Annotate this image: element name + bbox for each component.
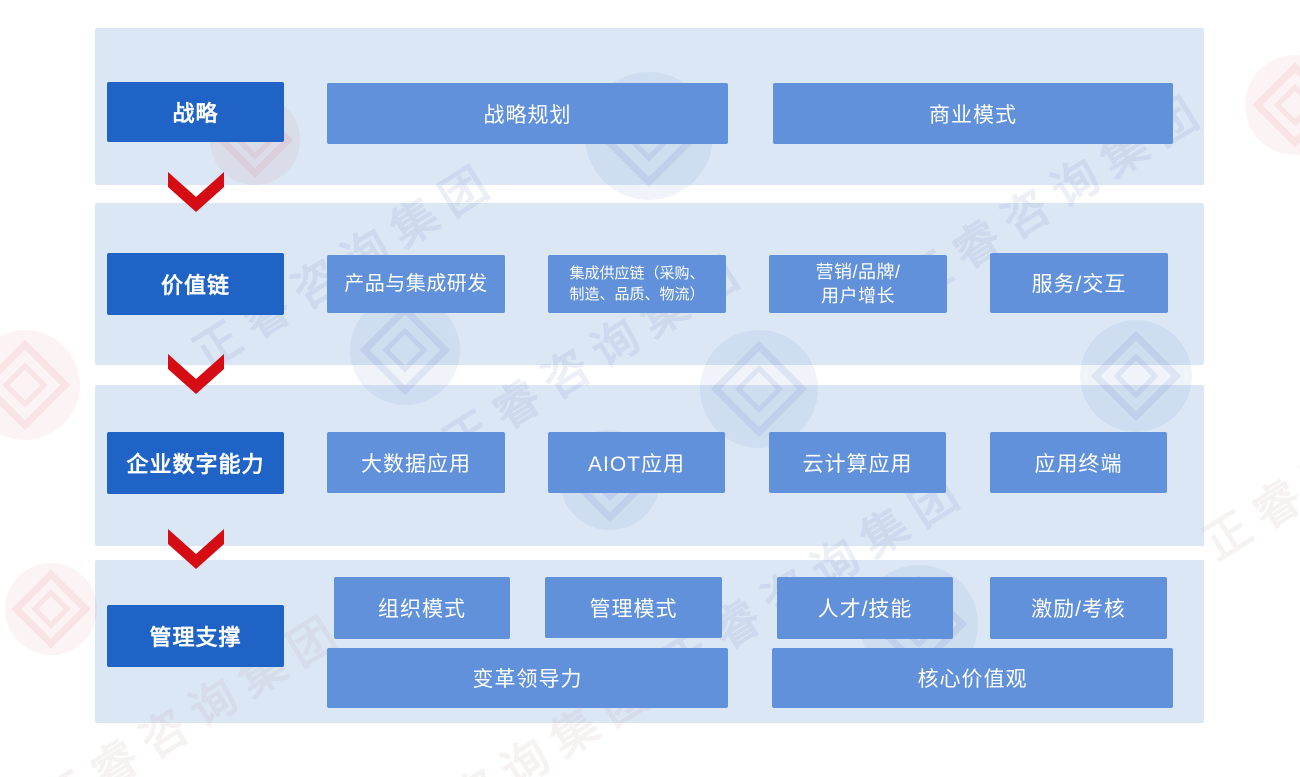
down-chevron-icon [168, 172, 224, 212]
item-line: 营销/品牌/ [815, 261, 901, 282]
item-organization-model: 组织模式 [334, 577, 510, 639]
item-marketing-brand-growth: 营销/品牌/ 用户增长 [769, 255, 947, 313]
item-service-interaction: 服务/交互 [990, 253, 1168, 313]
item-management-model: 管理模式 [545, 577, 722, 638]
row-label-digital-capability: 企业数字能力 [107, 432, 284, 494]
watermark-text: 正睿咨询集团 [1194, 341, 1300, 570]
item-business-model: 商业模式 [773, 83, 1173, 144]
item-application-terminal: 应用终端 [990, 432, 1167, 493]
watermark-logo-badge [1245, 55, 1300, 155]
down-chevron-icon [168, 354, 224, 394]
item-line: 用户增长 [821, 286, 895, 306]
row-label-management-support: 管理支撑 [107, 605, 284, 667]
item-change-leadership: 变革领导力 [327, 648, 728, 708]
item-talent-skills: 人才/技能 [777, 577, 953, 639]
item-cloud-computing-application: 云计算应用 [769, 432, 946, 493]
down-chevron-icon [168, 529, 224, 569]
item-line: 集成供应链（采购、 [569, 265, 705, 282]
row-label-value-chain: 价值链 [107, 253, 284, 315]
item-line: 制造、品质、物流） [569, 286, 705, 303]
item-aiot-application: AIOT应用 [548, 432, 725, 493]
watermark-logo-badge [0, 330, 80, 440]
watermark-logo-badge [5, 563, 97, 655]
item-product-integrated-rd: 产品与集成研发 [327, 255, 505, 313]
item-big-data-application: 大数据应用 [327, 432, 505, 493]
item-integrated-supply-chain: 集成供应链（采购、 制造、品质、物流） [548, 255, 726, 313]
item-core-values: 核心价值观 [772, 648, 1173, 708]
item-strategic-planning: 战略规划 [327, 83, 728, 144]
item-incentive-assessment: 激励/考核 [990, 577, 1167, 639]
row-label-strategy: 战略 [107, 82, 284, 142]
